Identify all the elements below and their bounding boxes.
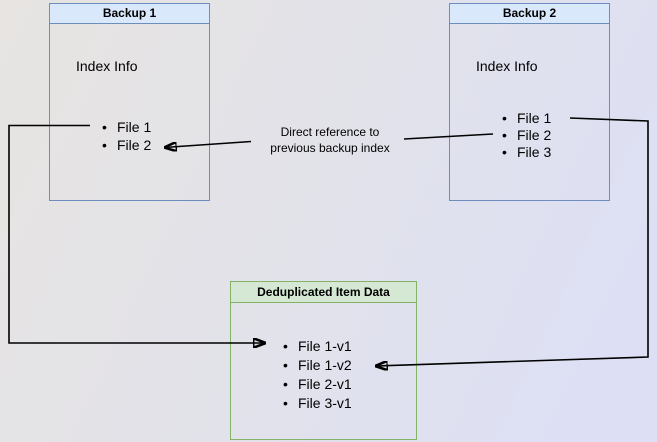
- backup1-title: Backup 1: [50, 4, 209, 24]
- backup1-file-list: File 1 File 2: [50, 118, 209, 154]
- backup2-box: Backup 2 Index Info File 1 File 2 File 3: [449, 3, 610, 201]
- list-item: File 1: [450, 110, 609, 127]
- backup2-title: Backup 2: [450, 4, 609, 24]
- dedup-title: Deduplicated Item Data: [231, 282, 416, 303]
- backup2-file-list: File 1 File 2 File 3: [450, 110, 609, 161]
- backup2-index-info-label: Index Info: [476, 58, 538, 74]
- list-item: File 1: [50, 118, 209, 136]
- dedup-file-list: File 1-v1 File 1-v2 File 2-v1 File 3-v1: [231, 337, 416, 413]
- list-item: File 3-v1: [231, 394, 416, 413]
- list-item: File 2: [450, 127, 609, 144]
- edge-label-line2: previous backup index: [270, 141, 390, 155]
- backup1-index-info-label: Index Info: [76, 58, 138, 74]
- edge-label: Direct reference to previous backup inde…: [240, 124, 420, 156]
- list-item: File 3: [450, 144, 609, 161]
- edge-label-line1: Direct reference to: [280, 125, 380, 139]
- list-item: File 1-v1: [231, 337, 416, 356]
- list-item: File 2: [50, 136, 209, 154]
- dedup-box: Deduplicated Item Data File 1-v1 File 1-…: [230, 281, 417, 440]
- backup1-box: Backup 1 Index Info File 1 File 2: [49, 3, 210, 201]
- list-item: File 2-v1: [231, 375, 416, 394]
- list-item: File 1-v2: [231, 356, 416, 375]
